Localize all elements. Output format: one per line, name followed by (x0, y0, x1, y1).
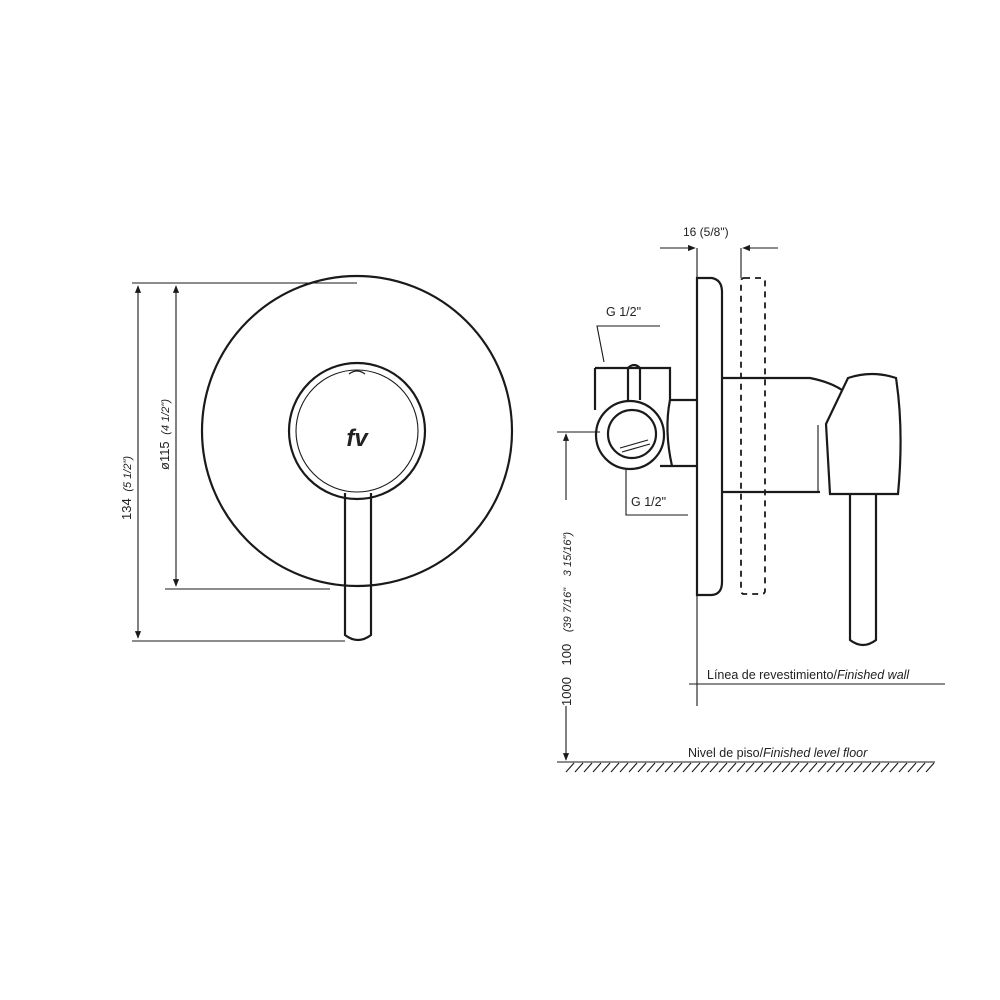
floor-hatch-mark (736, 762, 746, 773)
floor-hatch-mark (592, 762, 602, 773)
floor-hatch-mark (916, 762, 926, 773)
floor-hatch-mark (898, 762, 908, 773)
floor-hatch-mark (880, 762, 890, 773)
floor-hatch-mark (754, 762, 764, 773)
side-cover-plate (695, 276, 724, 597)
dim-134-label: 134 (5 1/2") (119, 456, 134, 520)
floor-hatch-mark (574, 762, 584, 773)
floor-hatch-mark (727, 762, 737, 773)
fv-logo: fv (346, 425, 369, 452)
side-lever-head (824, 372, 902, 496)
floor-hatch-mark (664, 762, 674, 773)
floor-hatch-mark (871, 762, 881, 773)
floor-hatch-mark (817, 762, 827, 773)
floor-hatch-mark (826, 762, 836, 773)
inlet-top-pipe (626, 368, 642, 400)
inlet-bottom-ring-outer (594, 399, 666, 471)
floor-hatch-mark (862, 762, 872, 773)
floor-hatch-mark (601, 762, 611, 773)
inlet-bottom-label: G 1/2" (631, 495, 666, 509)
side-handle-body (722, 376, 843, 391)
floor-hatch-mark (700, 762, 710, 773)
lever-handle (343, 493, 373, 642)
floor-hatch-mark (799, 762, 809, 773)
floor-hatch-mark (583, 762, 593, 773)
floor-hatch-mark (844, 762, 854, 773)
inlet-bottom-thread (619, 439, 651, 453)
floor-hatch-mark (646, 762, 656, 773)
inlet-top-cap (627, 363, 641, 369)
hub-top-notch (348, 370, 366, 375)
cover-plate (200, 274, 514, 588)
floor-hatch (565, 762, 935, 773)
floor-hatch-mark (745, 762, 755, 773)
dim-16-label: 16 (5/8") (683, 225, 729, 239)
floor-hatch-mark (565, 762, 575, 773)
floor-hatch-mark (925, 762, 935, 773)
floor-hatch-mark (808, 762, 818, 773)
floor-hatch-mark (628, 762, 638, 773)
handle-hub-outer (287, 361, 427, 501)
floor-hatch-mark (637, 762, 647, 773)
floor-hatch-mark (709, 762, 719, 773)
floor-label: Nivel de piso/Finished level floor (688, 746, 868, 760)
floor-hatch-mark (610, 762, 620, 773)
floor-hatch-mark (790, 762, 800, 773)
side-view: 16 (5/8") G 1/2" G 1/2" 1000 100 (39 7/1 (557, 225, 945, 773)
floor-hatch-mark (691, 762, 701, 773)
handle-hub-inner (295, 369, 419, 493)
inlet-top-leader (596, 325, 660, 363)
floor-hatch-mark (718, 762, 728, 773)
floor-hatch-mark (772, 762, 782, 773)
floor-hatch-mark (835, 762, 845, 773)
wall-label: Línea de revestimiento/Finished wall (707, 668, 910, 682)
floor-hatch-mark (619, 762, 629, 773)
inlet-top-label: G 1/2" (606, 305, 641, 319)
dim-height-label: 1000 100 (39 7/16" 3 15/16") (559, 532, 574, 706)
floor-hatch-mark (763, 762, 773, 773)
dim-115-label: ø115 (4 1/2") (157, 399, 172, 470)
side-lever-stem (848, 494, 878, 647)
valve-body (595, 366, 697, 402)
floor-hatch-mark (889, 762, 899, 773)
floor-hatch-mark (673, 762, 683, 773)
floor-hatch-mark (655, 762, 665, 773)
embedded-body-dashed (740, 277, 766, 595)
valve-nozzle (666, 399, 674, 467)
floor-hatch-mark (853, 762, 863, 773)
front-view: fv 134 (5 1/2") ø115 (4 1/2") (119, 274, 514, 642)
floor-hatch-mark (781, 762, 791, 773)
floor-hatch-mark (907, 762, 917, 773)
inlet-bottom-leader (625, 470, 688, 516)
floor-hatch-mark (682, 762, 692, 773)
inlet-bottom-ring-inner (606, 408, 658, 460)
